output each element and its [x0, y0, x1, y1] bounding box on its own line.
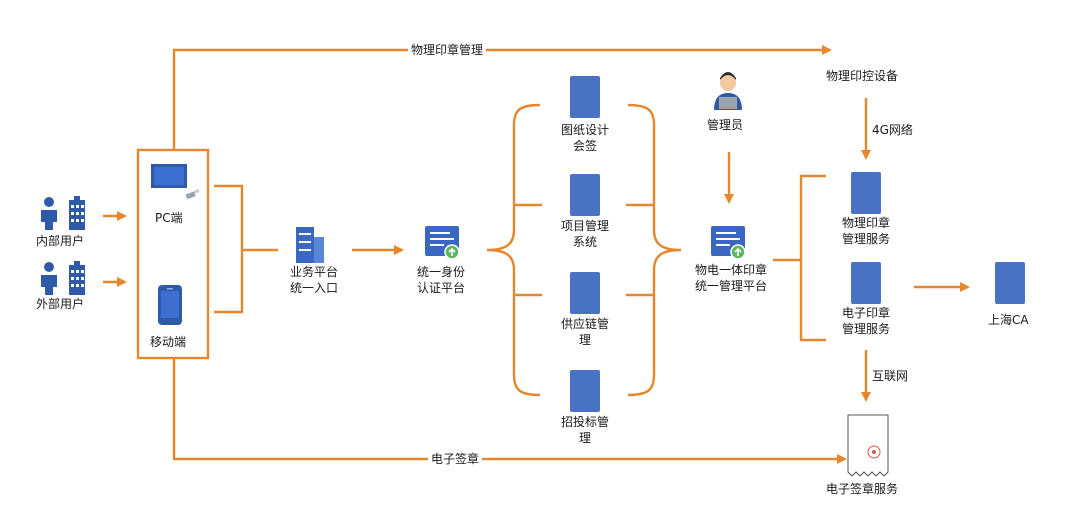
admin-icon — [714, 72, 742, 110]
esign-service-label: 电子签章服务 — [826, 482, 899, 496]
entry-label: 业务平台 统一入口 — [289, 265, 338, 295]
document-icon — [995, 262, 1025, 304]
admin-label: 管理员 — [707, 118, 744, 132]
top-flow-line — [172, 45, 832, 150]
document-icon — [570, 76, 600, 118]
terminal-bracket — [214, 184, 278, 314]
phone-icon — [158, 285, 182, 325]
stamped-paper-icon — [847, 414, 889, 477]
system-label-bidding: 招投标管 理 — [560, 415, 609, 445]
platform-label: 物电一体印章 统一管理平台 — [694, 263, 767, 293]
document-icon — [851, 262, 881, 304]
pc-terminal-label: PC端 — [155, 211, 183, 225]
document-icon — [851, 172, 881, 214]
systems-left-brace — [486, 103, 541, 397]
bottom-flow-label: 电子签章 — [428, 451, 483, 467]
systems-right-brace — [627, 103, 682, 397]
mobile-terminal-label: 移动端 — [150, 335, 187, 349]
document-icon — [570, 174, 600, 216]
system-label-supply-chain: 供应链管 理 — [560, 317, 609, 347]
network-4g-label: 4G网络 — [872, 123, 913, 137]
certificate-icon — [425, 226, 460, 260]
certificate-icon — [711, 226, 746, 260]
document-icon — [570, 370, 600, 412]
electronic-service-label: 电子印章 管理服务 — [841, 306, 890, 336]
system-label-drawing: 图纸设计 会签 — [560, 123, 609, 153]
usb-key-icon — [185, 189, 200, 200]
monitor-icon — [151, 164, 187, 188]
document-icon — [570, 272, 600, 314]
top-flow-label: 物理印章管理 — [408, 42, 487, 58]
terminal-frame — [136, 148, 210, 360]
services-bracket — [773, 174, 826, 342]
internet-label: 互联网 — [872, 369, 909, 383]
internal-user-label: 内部用户 — [36, 234, 85, 248]
system-label-project: 项目管理 系统 — [560, 219, 609, 249]
server-icon — [296, 227, 324, 263]
auth-label: 统一身份 认证平台 — [416, 265, 465, 295]
shanghai-ca-label: 上海CA — [988, 313, 1029, 327]
physical-service-label: 物理印章 管理服务 — [841, 216, 890, 246]
person-icon — [41, 197, 57, 295]
external-user-label: 外部用户 — [36, 297, 85, 311]
bottom-flow-line — [172, 358, 847, 464]
device-label: 物理印控设备 — [826, 69, 899, 83]
